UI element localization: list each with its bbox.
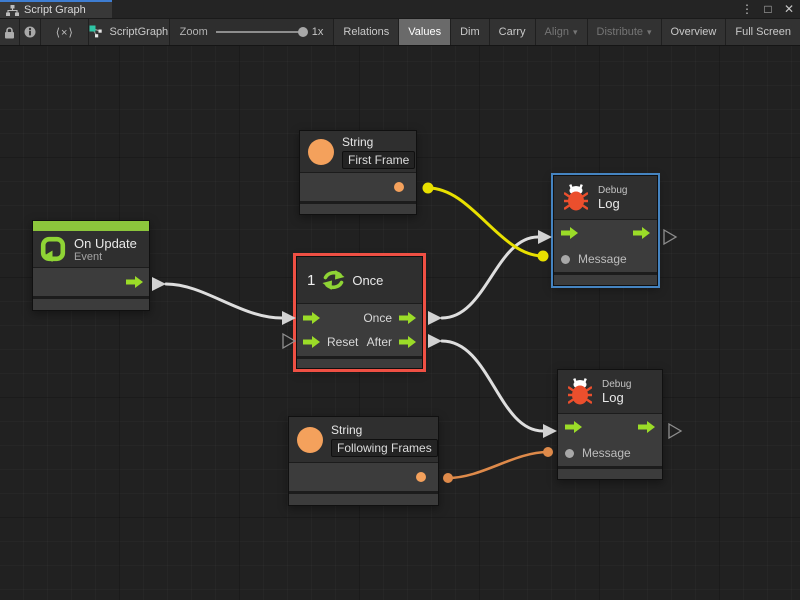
relations-button[interactable]: Relations [334, 19, 400, 45]
bug-icon [564, 183, 588, 210]
node-title: Log [602, 389, 624, 405]
flow-input-port[interactable] [561, 227, 578, 239]
node-ports: Message [558, 414, 662, 466]
node-title: String [342, 134, 374, 149]
node-once[interactable]: 1 Once Once Reset Afte [296, 256, 423, 369]
node-header: Debug Log [558, 370, 662, 413]
lock-icon [5, 26, 15, 38]
align-button[interactable]: Align ▾ [535, 19, 588, 45]
overview-button[interactable]: Overview [661, 19, 727, 45]
distribute-button[interactable]: Distribute ▾ [587, 19, 662, 45]
node-title: Once [352, 272, 384, 288]
string-output-port[interactable] [394, 182, 404, 192]
once-output-port[interactable] [399, 312, 416, 324]
node-debug-log-top[interactable]: Debug Log Message [553, 175, 658, 286]
string-value-field[interactable]: Following Frames [331, 438, 438, 457]
event-accent-bar [33, 221, 149, 231]
node-header: On Update Event [33, 231, 149, 267]
string-type-icon [308, 138, 334, 165]
zoom-slider[interactable] [215, 27, 308, 37]
graph-tab-icon [6, 4, 19, 16]
zoom-label: Zoom [179, 26, 208, 38]
node-ports [300, 173, 416, 201]
node-on-update[interactable]: On Update Event [32, 220, 150, 311]
once-count: 1 [307, 271, 316, 289]
port-label-after: After [366, 335, 392, 349]
zoom-control: Zoom 1x [169, 19, 335, 45]
tab-script-graph[interactable]: Script Graph [0, 0, 112, 18]
lock-button[interactable] [0, 19, 21, 45]
graph-selector-button[interactable]: ScriptGraph [89, 19, 170, 45]
node-string-following-frames[interactable]: String Following Frames [288, 416, 439, 506]
chevron-down-icon: ▾ [647, 26, 652, 37]
chevron-down-icon: ▾ [573, 26, 578, 37]
window-controls: ⋮ □ ✕ [740, 0, 796, 18]
node-debug-log-bottom[interactable]: Debug Log Message [557, 369, 663, 480]
node-footer [33, 299, 149, 310]
port-label-reset: Reset [327, 335, 359, 349]
window-menu-icon[interactable]: ⋮ [741, 2, 753, 16]
graph-toolbar: ⟨×⟩ ScriptGraph Zoom 1x Relations Values… [0, 18, 800, 46]
node-kicker: Debug [598, 184, 628, 196]
maximize-icon[interactable]: □ [764, 2, 772, 16]
info-button[interactable] [20, 19, 42, 45]
bug-icon [568, 377, 592, 404]
node-header: String First Frame [300, 131, 416, 172]
zoom-slider-handle[interactable] [297, 27, 308, 37]
node-string-first-frame[interactable]: String First Frame [299, 130, 417, 215]
message-label: Message [582, 446, 631, 460]
align-label: Align [544, 26, 569, 38]
close-icon[interactable]: ✕ [783, 2, 795, 16]
node-title: String [331, 422, 363, 437]
node-footer [554, 275, 657, 285]
values-button[interactable]: Values [399, 19, 452, 45]
message-label: Message [578, 252, 627, 266]
dim-button[interactable]: Dim [451, 19, 490, 45]
node-title: Log [598, 195, 620, 211]
node-ports: Once Reset After [297, 304, 422, 356]
node-ports [289, 463, 438, 491]
node-ports [33, 268, 149, 296]
node-subtitle: Event [74, 250, 103, 263]
node-footer [300, 204, 416, 214]
node-header: String Following Frames [289, 417, 438, 462]
port-label-once: Once [363, 311, 392, 325]
after-output-port[interactable] [399, 336, 416, 348]
string-output-port[interactable] [416, 472, 426, 482]
string-type-icon [297, 426, 323, 453]
node-footer [297, 359, 422, 368]
loop-icon [40, 236, 66, 262]
flow-output-port[interactable] [633, 227, 650, 239]
edit-script-button[interactable]: ⟨×⟩ [41, 19, 90, 45]
flow-output-port[interactable] [126, 276, 143, 288]
distribute-label: Distribute [596, 26, 643, 38]
title-bar: Script Graph ⋮ □ ✕ [0, 0, 800, 18]
node-footer [558, 469, 662, 479]
full-screen-button[interactable]: Full Screen [726, 19, 800, 45]
graph-selector-label: ScriptGraph [109, 26, 169, 38]
string-value-field[interactable]: First Frame [342, 150, 416, 169]
node-header: 1 Once [297, 257, 422, 303]
zoom-value: 1x [311, 26, 324, 38]
message-input-port[interactable] [561, 254, 570, 264]
carry-button[interactable]: Carry [489, 19, 536, 45]
node-header: Debug Log [554, 176, 657, 219]
message-input-port[interactable] [565, 448, 574, 458]
flow-input-port[interactable] [303, 312, 320, 324]
tab-title: Script Graph [24, 4, 86, 16]
node-footer [289, 494, 438, 505]
reset-input-port[interactable] [303, 336, 320, 348]
info-icon [24, 26, 36, 38]
node-kicker: Debug [602, 378, 632, 390]
script-graph-icon [89, 25, 103, 38]
flow-output-port[interactable] [638, 421, 655, 433]
cycle-icon [322, 270, 345, 290]
flow-input-port[interactable] [565, 421, 582, 433]
node-title: On Update [74, 235, 137, 251]
node-ports: Message [554, 220, 657, 272]
